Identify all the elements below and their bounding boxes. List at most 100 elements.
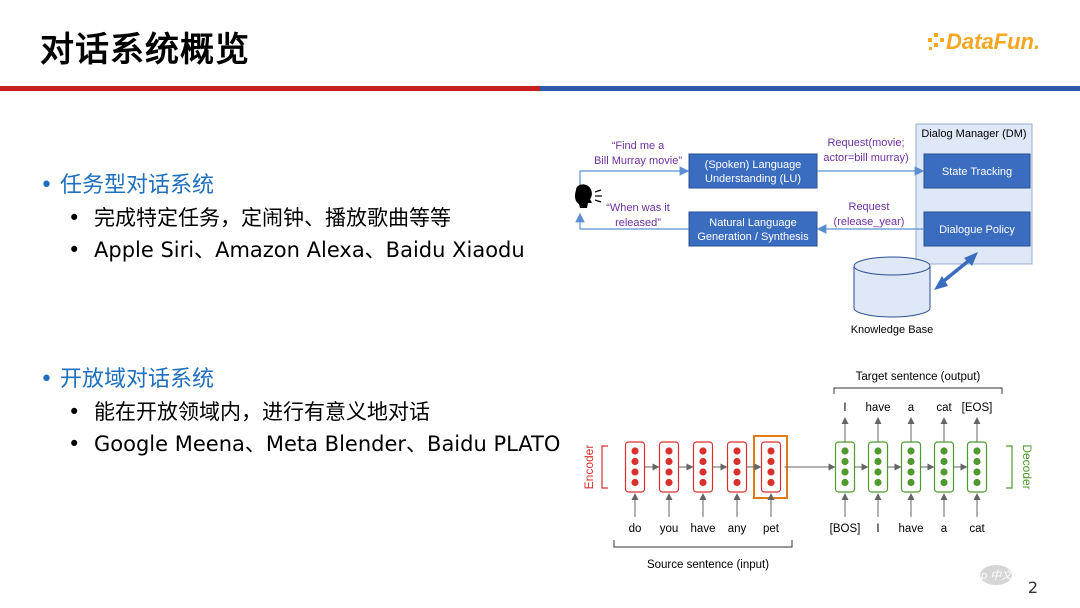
encoder-cell-unit xyxy=(767,447,775,455)
php-watermark: php 中文网 xyxy=(980,565,1025,585)
encoder-cell-unit xyxy=(767,457,775,466)
dialog-manager-label: Dialog Manager (DM) xyxy=(921,128,1026,140)
lu-label-line1: (Spoken) Language xyxy=(705,159,802,171)
encoder-cell xyxy=(760,441,782,493)
nlg-label-line2: Generation / Synthesis xyxy=(697,231,809,243)
seq2seq-diagram: Target sentence (output) Source sentence… xyxy=(582,371,1034,571)
decoder-input-token: cat xyxy=(969,523,985,535)
decoder-cell-unit xyxy=(874,478,882,487)
decoder-cell-unit xyxy=(907,447,915,455)
database-icon xyxy=(853,256,931,318)
decoder-cell-unit xyxy=(874,457,882,466)
encoder-cell-unit xyxy=(733,447,741,455)
decoder-output-token: have xyxy=(866,402,891,414)
nlg-label-line1: Natural Language xyxy=(709,217,796,229)
bullet-heading: •任务型对话系统 xyxy=(40,173,215,198)
encoder-cell-unit xyxy=(665,457,673,466)
encoder-cell-unit xyxy=(631,468,639,476)
decoder-cell-unit xyxy=(973,457,981,466)
bullet-item: •Google Meena、Meta Blender、Baidu PLATO xyxy=(68,432,561,456)
item-text: 能在开放领域内，进行有意义地对话 xyxy=(94,400,430,424)
encoder-cell-unit xyxy=(699,468,707,476)
encoder-cell-unit xyxy=(699,478,707,487)
user-query-line2: Bill Murray movie” xyxy=(594,155,682,167)
bullet-item: •完成特定任务，定闹钟、播放歌曲等等 xyxy=(68,206,451,230)
decoder-cell-unit xyxy=(874,468,882,476)
encoder-input-token: pet xyxy=(763,523,780,535)
knowledge-base-label: Knowledge Base xyxy=(851,324,934,336)
encoder-cell-unit xyxy=(733,468,741,476)
encoder-cell-unit xyxy=(733,478,741,487)
decoder-cell-unit xyxy=(940,478,948,487)
open-domain-section: •开放域对话系统 •能在开放领域内，进行有意义地对话 •Google Meena… xyxy=(40,364,560,460)
datafun-logo: DataFun. xyxy=(928,29,1040,54)
encoder-cell-unit xyxy=(699,447,707,455)
request-dm-nlg-line2: (release_year) xyxy=(834,216,905,228)
decoder-cell-unit xyxy=(973,468,981,476)
bullet-item: •能在开放领域内，进行有意义地对话 xyxy=(68,400,430,424)
decoder-cell-unit xyxy=(973,447,981,455)
item-text: Google Meena、Meta Blender、Baidu PLATO xyxy=(94,432,561,456)
page-number: 2 xyxy=(1027,578,1038,597)
source-bracket xyxy=(613,540,793,548)
user-to-lu-arrow xyxy=(579,166,690,188)
decoder-cell-unit xyxy=(841,447,849,455)
decoder-output-token: I xyxy=(843,402,846,414)
encoder-cell-unit xyxy=(733,457,741,466)
encoder-cell-unit xyxy=(699,457,707,466)
user-query-line1: “Find me a xyxy=(612,140,665,152)
bullet-heading: •开放域对话系统 xyxy=(40,367,215,392)
system-reply-line1: “When was it xyxy=(606,202,670,214)
decoder-cell-unit xyxy=(907,457,915,466)
dialogue-policy-box xyxy=(923,211,1031,247)
decoder-input-token: a xyxy=(941,523,948,535)
decoder-label: Decoder xyxy=(1020,444,1034,489)
encoder-input-token: have xyxy=(691,523,716,535)
encoder-cell-unit xyxy=(631,457,639,466)
target-sentence-label: Target sentence (output) xyxy=(856,371,981,383)
slide-title: 对话系统概览 xyxy=(40,30,250,70)
speaking-person-icon xyxy=(575,184,602,208)
task-dialog-diagram: Dialog Manager (DM) State Tracking Dialo… xyxy=(575,123,1033,336)
dialogue-policy-label: Dialogue Policy xyxy=(939,224,1015,236)
item-text: 完成特定任务，定闹钟、播放歌曲等等 xyxy=(94,206,451,230)
decoder-cell-unit xyxy=(841,468,849,476)
target-bracket xyxy=(833,387,1003,394)
decoder-input-token: I xyxy=(876,523,879,535)
nlg-box xyxy=(688,211,818,247)
encoder-brace xyxy=(601,445,608,489)
request-dm-nlg-line1: Request xyxy=(849,201,890,213)
state-tracking-box xyxy=(923,153,1031,189)
encoder-cell-unit xyxy=(665,447,673,455)
encoder-cell-unit xyxy=(665,468,673,476)
source-sentence-label: Source sentence (input) xyxy=(647,559,769,571)
decoder-output-token: cat xyxy=(936,402,952,414)
kb-arrowhead xyxy=(934,276,948,290)
encoder-input-token: any xyxy=(728,523,747,535)
system-reply-line2: released” xyxy=(615,217,661,229)
header-divider-blue xyxy=(540,86,1080,91)
encoder-cell-unit xyxy=(665,478,673,487)
request-lu-dm-line2: actor=bill murray) xyxy=(823,152,908,164)
decoder-input-token: have xyxy=(899,523,924,535)
decoder-cell-unit xyxy=(973,478,981,487)
logo-text: DataFun. xyxy=(946,29,1040,54)
encoder-cell-unit xyxy=(767,468,775,476)
nlg-to-user-arrow xyxy=(575,212,689,230)
request-lu-dm-line1: Request(movie; xyxy=(827,137,904,149)
encoder-label: Encoder xyxy=(582,445,596,490)
decoder-brace xyxy=(1006,445,1013,489)
encoder-cell-unit xyxy=(767,478,775,487)
decoder-cell-unit xyxy=(940,457,948,466)
dm-arrowhead xyxy=(964,252,978,266)
encoder-input-token: you xyxy=(660,523,679,535)
decoder-cell-unit xyxy=(907,468,915,476)
decoder-cell-unit xyxy=(841,457,849,466)
heading-text: 任务型对话系统 xyxy=(60,173,215,198)
heading-text: 开放域对话系统 xyxy=(60,367,215,392)
decoder-output-token: [EOS] xyxy=(962,402,993,414)
encoder-cell-unit xyxy=(631,478,639,487)
encoder-cell-unit xyxy=(631,447,639,455)
lu-label-line2: Understanding (LU) xyxy=(705,173,801,185)
